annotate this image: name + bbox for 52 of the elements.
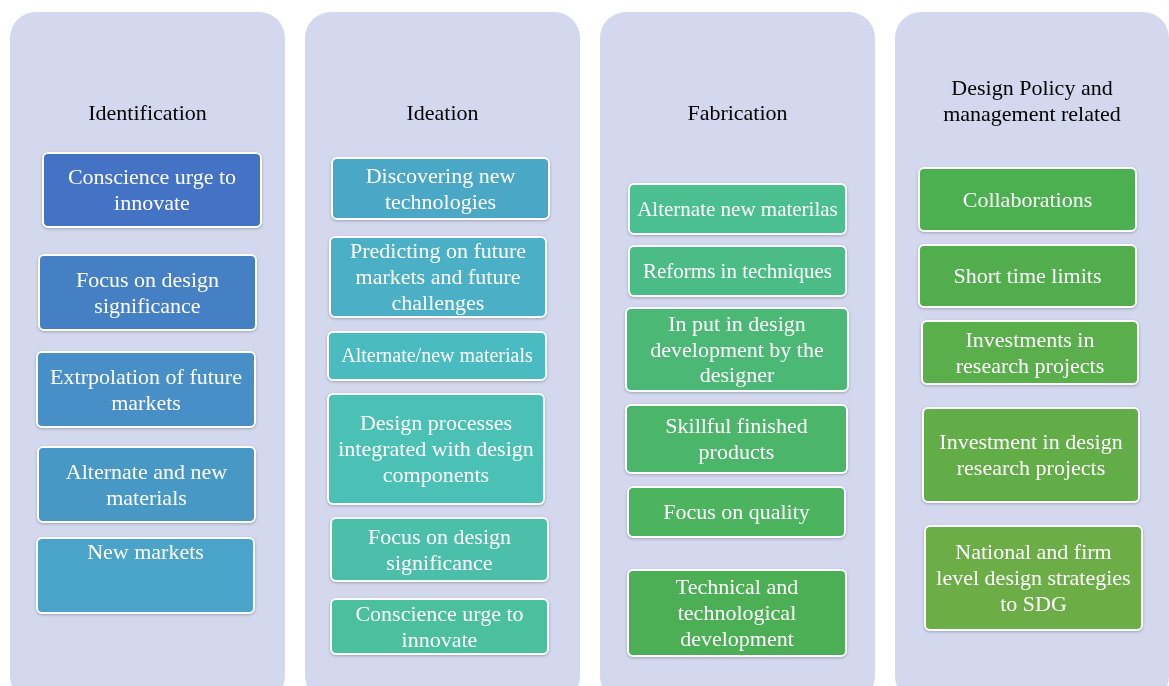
- column-panel: [895, 12, 1169, 686]
- box-text: Focus on design significance: [76, 266, 219, 318]
- box-text: Alternate new materilas: [637, 196, 838, 221]
- item-box: [329, 236, 547, 318]
- item-box: [924, 525, 1143, 631]
- column-heading: Ideation: [405, 100, 480, 127]
- box-text: Focus on quality: [663, 499, 810, 525]
- box-text: In put in design development by the designer: [650, 310, 824, 388]
- item-box: [330, 517, 549, 582]
- item-box: [42, 152, 262, 228]
- box-text: Reforms in techniques: [643, 258, 832, 283]
- box-text: Discovering new technologies: [365, 162, 516, 214]
- box-text: Short time limits: [953, 263, 1102, 289]
- box-text: Investments in research projects: [955, 326, 1105, 378]
- box-text: Conscience urge to innovate: [355, 600, 524, 652]
- item-box: [627, 569, 847, 657]
- box-text: Predicting on future markets and future challenges: [350, 238, 526, 315]
- item-box: [36, 351, 256, 428]
- box-text: Conscience urge to innovate: [67, 164, 237, 215]
- box-text: Alternate and new materials: [65, 458, 228, 510]
- item-box: [625, 404, 848, 474]
- column-panel: [305, 12, 580, 686]
- column-heading: Fabrication: [686, 100, 789, 127]
- item-box: [330, 598, 549, 655]
- item-box: [918, 244, 1137, 308]
- item-box: [921, 320, 1139, 385]
- item-box: [628, 245, 847, 297]
- item-box: [918, 167, 1137, 232]
- item-box: [922, 407, 1140, 503]
- box-text: Extrpolation of future markets: [50, 363, 242, 415]
- box-text: Alternate/new materials: [341, 344, 533, 367]
- item-box: [327, 393, 545, 505]
- item-box: [331, 157, 550, 220]
- item-box: [327, 331, 547, 381]
- box-text: Collaborations: [962, 186, 1093, 212]
- column-panel: [600, 12, 875, 686]
- box-text: National and firm level design strategies to SDG: [936, 539, 1131, 616]
- box-text: New markets: [87, 539, 204, 564]
- box-text: Focus on design significance: [368, 523, 511, 575]
- box-text: Design processes integrated with design components: [338, 410, 534, 487]
- item-box: [36, 537, 255, 614]
- column-heading: Identification: [87, 100, 208, 127]
- item-box: [38, 254, 257, 331]
- box-text: Technical and technological development: [675, 574, 799, 651]
- item-box: [37, 446, 256, 523]
- item-box: [625, 307, 849, 392]
- box-text: Investment in design research projects: [939, 429, 1123, 480]
- box-text: Skillful finished products: [665, 413, 808, 464]
- item-box: [628, 183, 847, 235]
- item-box: [627, 486, 846, 538]
- column-panel: [10, 12, 285, 686]
- column-heading: Design Policy and management related: [942, 75, 1122, 128]
